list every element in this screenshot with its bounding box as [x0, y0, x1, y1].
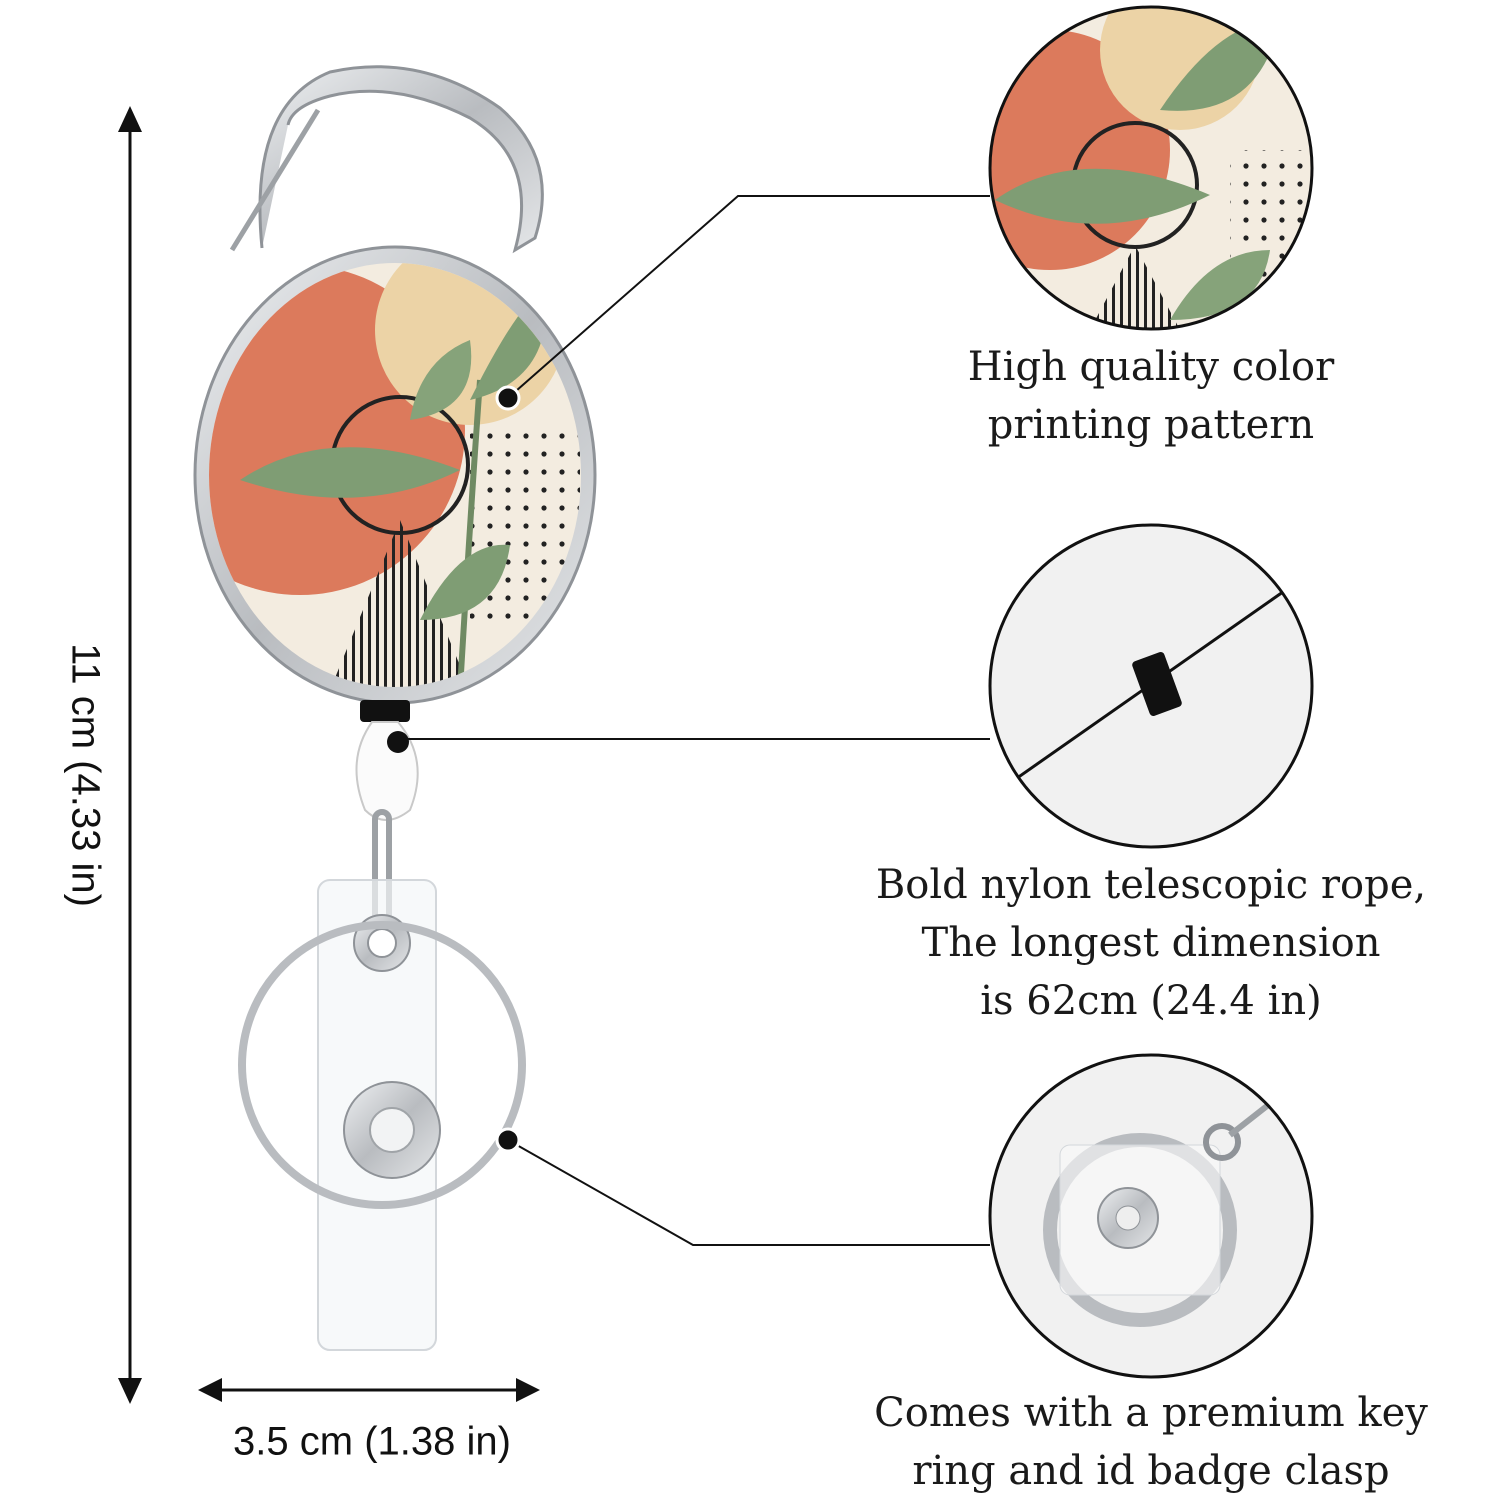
cord-connector: [355, 700, 419, 925]
pattern-detail-circle: [988, 5, 1314, 331]
callout-line: printing pattern: [987, 402, 1315, 448]
callout-line: ring and id badge clasp: [912, 1448, 1390, 1494]
callout-line: Comes with a premium key: [874, 1390, 1428, 1436]
callout-line: The longest dimension: [921, 920, 1381, 966]
height-dimension-arrow: [118, 106, 142, 1404]
badge-reel-body: [193, 245, 597, 705]
callout-line: Bold nylon telescopic rope,: [875, 862, 1427, 908]
width-dimension-arrow: [198, 1378, 540, 1402]
callout-lines: [398, 195, 990, 1246]
callout-label-keyring: Comes with a premium key ring and id bad…: [874, 1384, 1428, 1500]
callout-label-rope: Bold nylon telescopic rope, The longest …: [876, 856, 1426, 1030]
callout-line: is 62cm (24.4 in): [980, 978, 1322, 1024]
callout-label-printing: High quality color printing pattern: [968, 338, 1334, 454]
height-dimension-label: 11 cm (4.33 in): [63, 643, 108, 907]
callout-line: High quality color: [967, 344, 1335, 390]
width-dimension-label: 3.5 cm (1.38 in): [233, 1419, 511, 1464]
key-ring-detail-circle: [988, 1053, 1314, 1379]
carabiner-clip: [229, 65, 544, 254]
rope-detail-circle: [988, 523, 1314, 849]
badge-clasp-strap: [238, 879, 526, 1351]
